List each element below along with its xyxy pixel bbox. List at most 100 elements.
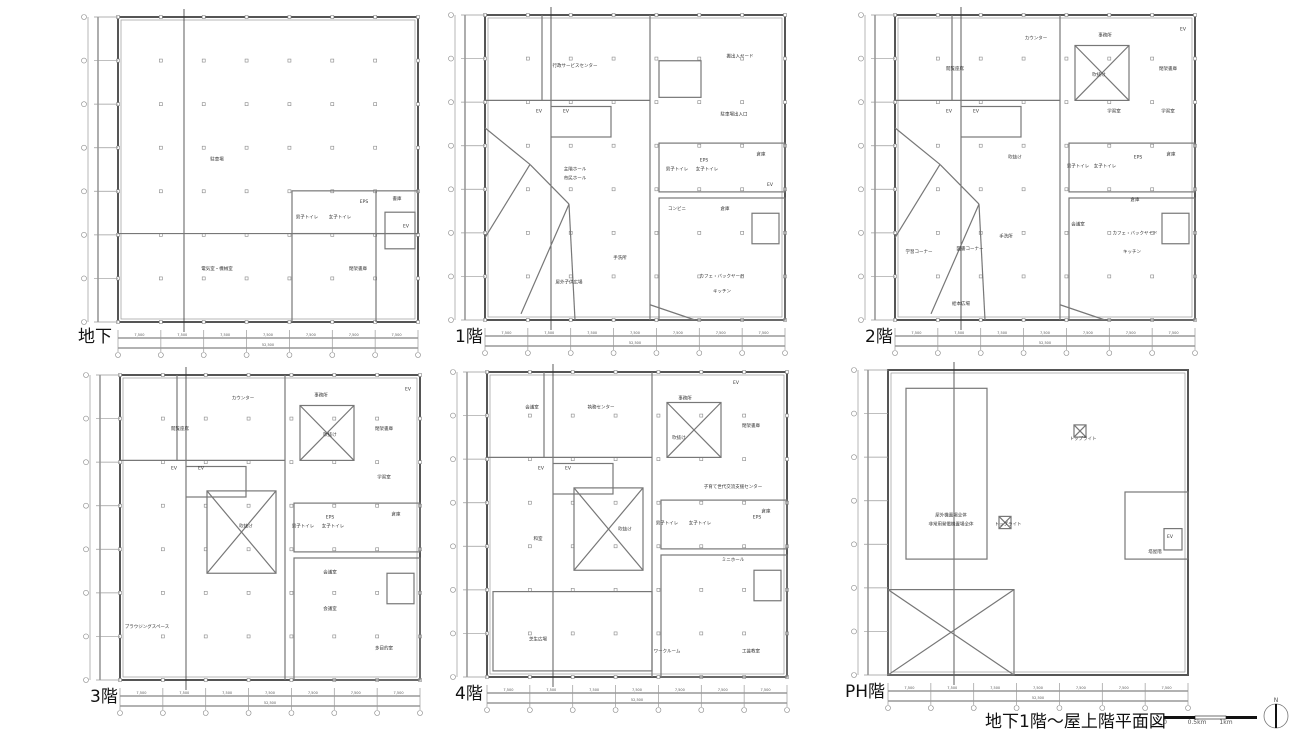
column-marker (654, 318, 659, 322)
room-label: 書庫 (393, 195, 402, 202)
column-marker (613, 631, 618, 636)
grid-marker (1099, 705, 1106, 711)
room-label: EPS (360, 199, 369, 205)
column-marker (654, 274, 659, 279)
room-outline (185, 465, 247, 498)
room-label: 閉架書庫 (742, 422, 760, 429)
column-marker (246, 503, 251, 508)
grid-marker (858, 55, 864, 62)
room-label: 行政サービスセンター (553, 62, 598, 69)
outer-wall (119, 374, 421, 681)
column-marker (330, 276, 335, 281)
grid-marker (612, 707, 619, 713)
total-dimension-label: 52,500 (1039, 341, 1051, 345)
column-marker (1107, 13, 1112, 17)
column-marker (528, 544, 532, 549)
column-marker (697, 187, 702, 192)
column-marker (244, 320, 249, 324)
column-marker (416, 15, 420, 19)
interior-wall (1074, 45, 1130, 101)
column-marker (287, 189, 292, 194)
column-marker (375, 591, 379, 595)
column-marker (289, 591, 294, 595)
dimension-label: 7,500 (911, 331, 921, 335)
column-marker (203, 373, 208, 377)
dimension-label: 7,500 (587, 331, 597, 335)
column-marker (526, 318, 530, 322)
room-label: 非常用発電機置場全体 (929, 521, 974, 528)
room-label: EV (946, 109, 953, 115)
column-marker (1107, 274, 1112, 279)
column-marker (330, 320, 335, 324)
grid-marker (784, 707, 790, 713)
column-marker (161, 460, 165, 464)
column-marker (528, 500, 532, 505)
grid-marker (527, 707, 533, 713)
column-marker (287, 320, 292, 324)
dimension-label: 7,500 (1040, 331, 1050, 335)
column-marker (568, 100, 573, 104)
column-marker (375, 416, 379, 421)
column-marker (201, 58, 206, 63)
column-marker (246, 460, 251, 464)
grid-marker (117, 710, 123, 716)
room-outline (658, 142, 786, 193)
grid-marker (450, 630, 456, 637)
column-marker (1064, 231, 1069, 235)
room-label: カフェ・バックヤード (1113, 231, 1158, 237)
inner-wall-line (487, 17, 783, 318)
column-marker (1021, 274, 1026, 279)
column-marker (1107, 56, 1112, 61)
column-marker (978, 274, 983, 279)
grid-marker (1142, 705, 1148, 711)
dimension-label: 7,500 (265, 691, 275, 695)
column-marker (697, 143, 702, 148)
column-marker (611, 318, 616, 322)
column-marker (161, 678, 165, 682)
column-marker (159, 276, 163, 281)
column-marker (201, 145, 206, 150)
room-outline (1073, 424, 1087, 438)
room-label: 絵本広場 (952, 300, 970, 307)
column-marker (697, 100, 702, 104)
dimension-label: 7,500 (1083, 331, 1093, 335)
column-marker (699, 457, 704, 461)
grid-marker (448, 186, 454, 193)
grid-marker (698, 707, 705, 713)
room-label: 女子トイレ (696, 166, 719, 173)
column-marker (611, 231, 616, 235)
column-marker (246, 634, 251, 639)
dimension-label: 7,500 (503, 688, 513, 692)
grid-marker (1192, 350, 1198, 356)
column-marker (568, 143, 573, 148)
room-outline (293, 557, 421, 681)
column-marker (740, 187, 744, 192)
room-label: 電気室・機械室 (201, 265, 233, 272)
grid-marker (448, 55, 454, 62)
room-label: EV (536, 109, 543, 115)
room-label: EV (565, 466, 572, 472)
room-label: 男子トイレ (296, 213, 319, 220)
room-label: カウンター (232, 394, 255, 401)
column-marker (1021, 318, 1026, 322)
column-marker (375, 503, 379, 508)
column-marker (526, 274, 530, 279)
room-label: 倉庫 (1131, 196, 1140, 203)
column-marker (656, 588, 661, 592)
room-label: 閲覧座席 (946, 65, 964, 72)
column-marker (244, 189, 249, 194)
interior-wall (939, 164, 980, 205)
column-marker (416, 320, 420, 324)
room-label: 女子トイレ (689, 520, 712, 527)
column-marker (656, 675, 661, 679)
floor-label: 3階 (90, 687, 118, 707)
grid-marker (935, 350, 941, 356)
inner-wall-line (120, 19, 416, 320)
room-label: 男子トイレ (292, 523, 315, 530)
floor-label: 4階 (455, 684, 483, 704)
dimension-label: 7,500 (351, 691, 361, 695)
room-label: EV (767, 182, 774, 188)
